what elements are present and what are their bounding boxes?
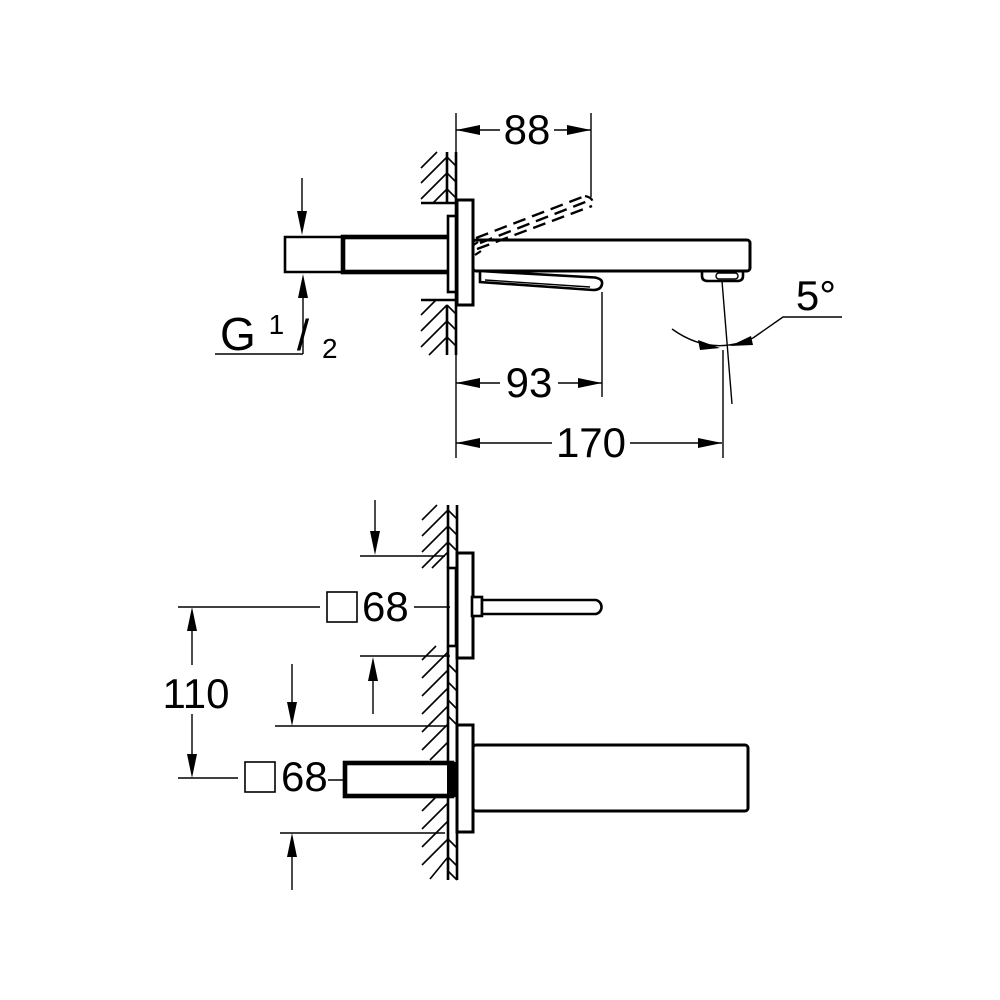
- spout-body-side: [471, 238, 752, 273]
- spout-body-plan: [471, 743, 750, 813]
- handle-lever-raised-dashed: [475, 194, 593, 251]
- handle-68-arrow-bottom: [368, 657, 378, 681]
- spout-center-line: [178, 777, 344, 781]
- pipe-thread-nipple: [340, 234, 458, 275]
- wall-hatch-top-view: [420, 151, 457, 356]
- dim-110-arrow-top: [187, 607, 197, 631]
- dim-170-arrow-right: [698, 438, 722, 448]
- rough-in-sleeve: [446, 214, 458, 294]
- angle-arrow-right: [730, 336, 753, 346]
- angle-leader-line: [752, 316, 842, 339]
- handle-square-symbol: [326, 591, 358, 623]
- dim-88-label: 88: [504, 106, 551, 153]
- angle-label: 5°: [796, 272, 836, 319]
- spout-68-arrow-bottom: [287, 833, 297, 857]
- wall-escutcheon-side: [455, 198, 475, 307]
- top-view-side-elevation: 5° 88 93 170 G 1 / 2: [215, 106, 842, 466]
- dim-110-label: 110: [163, 670, 230, 717]
- bottom-view-plan: 68 68 110: [163, 500, 750, 890]
- spout-supply-pipe-plan: [342, 760, 455, 799]
- thread-arrow-top: [297, 211, 307, 235]
- handle-lever-down-inner-line: [484, 279, 591, 288]
- supply-pipe: [283, 235, 343, 274]
- dim-88-arrow-right: [567, 125, 591, 135]
- dim-93-arrow-right: [578, 378, 602, 388]
- handle-pivot: [470, 595, 484, 618]
- spout-68-label: 68: [281, 753, 328, 800]
- thread-label-denominator: 2: [322, 333, 338, 364]
- spout-wall-nipple: [447, 762, 458, 797]
- dim-93-label: 93: [506, 359, 553, 406]
- thread-label: G 1 / 2: [220, 292, 338, 364]
- spout-escutcheon-plan: [455, 723, 475, 834]
- handle-68-arrow-top: [370, 531, 380, 555]
- thread-label-g: G: [220, 308, 256, 360]
- dim-93-extension-lines: [455, 292, 603, 458]
- handle-68-label: 68: [362, 583, 409, 630]
- spout-68-arrow-top: [287, 702, 297, 726]
- dim-110-arrow-bottom: [187, 754, 197, 778]
- thread-arrow-bottom: [298, 274, 308, 298]
- handle-lever-plan: [480, 598, 603, 616]
- mousseur-detail: [715, 272, 739, 280]
- thread-label-slash: /: [297, 311, 310, 360]
- angle-arrow-left: [698, 340, 720, 350]
- dim-170-label: 170: [556, 419, 626, 466]
- thread-label-numerator: 1: [269, 309, 285, 340]
- spout-68-extension-lines: [275, 725, 448, 834]
- wall-lines-top-view: [421, 152, 458, 355]
- handle-escutcheon-plan: [455, 551, 475, 660]
- wall-lines-plan-view: [446, 505, 459, 880]
- handle-lever-raised-tip: [471, 194, 594, 256]
- water-stream-line: [721, 280, 733, 405]
- spout-square-symbol: [244, 761, 276, 793]
- handle-68-extension-lines: [360, 555, 450, 657]
- wall-hatch-plan-view: [421, 504, 458, 881]
- dim-170-arrow-left: [456, 438, 480, 448]
- dim-88-extension-lines: [455, 113, 592, 197]
- dim-88-arrow-left: [456, 125, 480, 135]
- dim-93-arrow-left: [456, 378, 480, 388]
